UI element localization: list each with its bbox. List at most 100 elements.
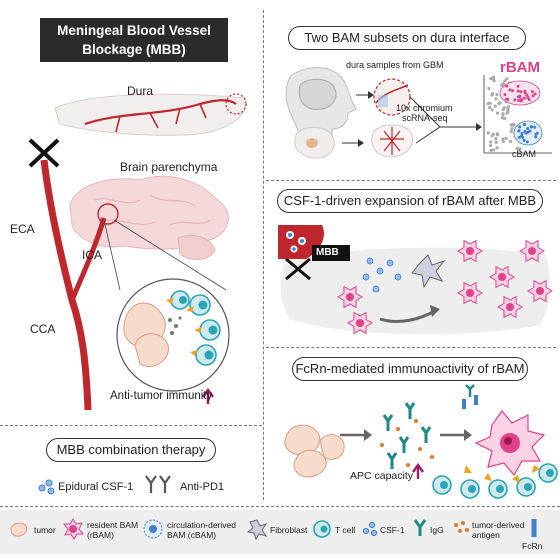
cbam-dot — [520, 131, 524, 135]
panel2-illustration — [278, 225, 553, 335]
eca-label: ECA — [10, 222, 35, 236]
scatter-dot — [495, 132, 499, 136]
antitumor-label: Anti-tumor immunity — [110, 390, 213, 402]
combo-title: MBB combination therapy — [56, 442, 206, 457]
mbb-title-line2: Blockage (MBB) — [82, 42, 186, 57]
scatter-dot — [506, 105, 511, 109]
rbam-cell — [527, 279, 553, 303]
legend-csf1: CSF-1 — [380, 525, 405, 535]
cbam-label: cBAM — [512, 149, 537, 159]
scatter-dot — [492, 148, 496, 152]
rbam-dot — [523, 89, 527, 93]
rbam-cell — [347, 311, 373, 335]
cbam-icon — [143, 519, 163, 539]
mbb-title-box: Meningeal Blood Vessel Blockage (MBB) — [40, 18, 228, 62]
scatter-dot — [489, 148, 493, 152]
tumor-icon — [10, 522, 28, 537]
rbam-dot — [516, 89, 520, 93]
rbam-dot — [513, 98, 517, 102]
scatter-dot — [494, 136, 498, 141]
legend-cbam: circulation-derived BAM (cBAM) — [167, 520, 236, 540]
cbam-dot — [534, 132, 538, 136]
rbam-dot — [503, 93, 507, 97]
scatter-dot — [501, 137, 505, 141]
rbam-dot — [518, 94, 522, 98]
scatter-dot — [488, 105, 492, 110]
legend-bar — [0, 510, 560, 554]
rbam-dot — [505, 84, 509, 88]
rbam-dot — [526, 96, 530, 100]
scatter-dot — [503, 116, 507, 121]
rbam-cell — [457, 239, 483, 263]
scatter-dot — [500, 83, 504, 87]
chromium-label-2: scRNA-seq — [402, 113, 448, 123]
scatter-dot — [502, 106, 506, 110]
dura-samples-label: dura samples from GBM — [346, 60, 444, 70]
cbam-dot — [521, 135, 525, 139]
center-divider — [263, 10, 264, 500]
rbam-cell — [519, 239, 545, 263]
panel3-illustration — [284, 384, 558, 499]
cbam-dot — [517, 129, 521, 133]
fcrn-icon — [531, 519, 537, 537]
igg-icon — [413, 519, 427, 536]
scatter-dot — [518, 147, 522, 151]
cbam-dot — [530, 125, 534, 129]
panel1-title-box: Two BAM subsets on dura interface — [288, 26, 526, 50]
csf1-legend-icon — [362, 521, 378, 537]
scatter-dot — [490, 134, 494, 138]
panel1-illustration — [285, 67, 552, 159]
pd1-label: Anti-PD1 — [180, 481, 225, 493]
legend-cbam-line1: circulation-derived — [167, 520, 236, 530]
csf1-label: Epidural CSF-1 — [58, 481, 134, 493]
rbam-dot — [519, 90, 523, 94]
scatter-dot — [505, 77, 509, 81]
chromium-label-1: 10x chromium — [396, 103, 453, 113]
rbam-label: rBAM — [500, 59, 540, 76]
cbam-dot — [533, 125, 537, 129]
antibody-icon — [145, 475, 171, 493]
cbam-dot — [525, 140, 529, 144]
scatter-dot — [489, 140, 493, 144]
mbb-title-line1: Meningeal Blood Vessel — [57, 23, 211, 38]
rbam-dot — [517, 98, 521, 102]
panel1-divider — [266, 180, 556, 181]
scatter-dot — [488, 101, 492, 105]
legend-tumor: tumor — [34, 525, 56, 535]
rbam-dot — [508, 88, 512, 92]
legend-antigen: tumor-derived antigen — [472, 520, 524, 540]
legend-rbam: resident BAM (rBAM) — [87, 520, 138, 540]
scatter-dot — [504, 136, 508, 141]
left-divider — [0, 425, 262, 426]
scatter-dot — [495, 92, 499, 97]
panel2-divider — [266, 347, 556, 348]
rbam-dot — [530, 90, 534, 94]
csf1-icon — [38, 479, 55, 495]
scatter-dot — [497, 101, 501, 106]
scatter-dot — [506, 110, 510, 114]
legend-rbam-line2: (rBAM) — [87, 530, 114, 540]
scatter-dot — [509, 129, 513, 134]
cbam-dot — [528, 129, 532, 133]
cbam-dot — [524, 131, 528, 135]
legend-antigen-line2: antigen — [472, 530, 500, 540]
scatter-dot — [501, 112, 505, 116]
cbam-dot — [518, 125, 522, 129]
legend-igg: IgG — [430, 525, 444, 535]
rbam-cell — [457, 281, 483, 305]
fibroblast-icon — [246, 519, 268, 541]
antigen-icon — [454, 521, 469, 533]
scatter-dot — [515, 147, 519, 151]
rbam-dot — [525, 93, 529, 97]
legend-fcrn: FcRn — [522, 541, 543, 551]
rbam-cell — [337, 285, 363, 309]
cbam-dot — [534, 135, 538, 139]
scatter-dot — [486, 131, 490, 135]
combo-title-box: MBB combination therapy — [46, 438, 216, 462]
scatter-dot — [492, 78, 496, 82]
rbam-dot — [516, 84, 520, 88]
cbam-dot — [517, 135, 521, 139]
scatter-dot — [487, 86, 491, 91]
rbam-icon — [62, 518, 85, 540]
rbam-dot — [522, 96, 526, 100]
